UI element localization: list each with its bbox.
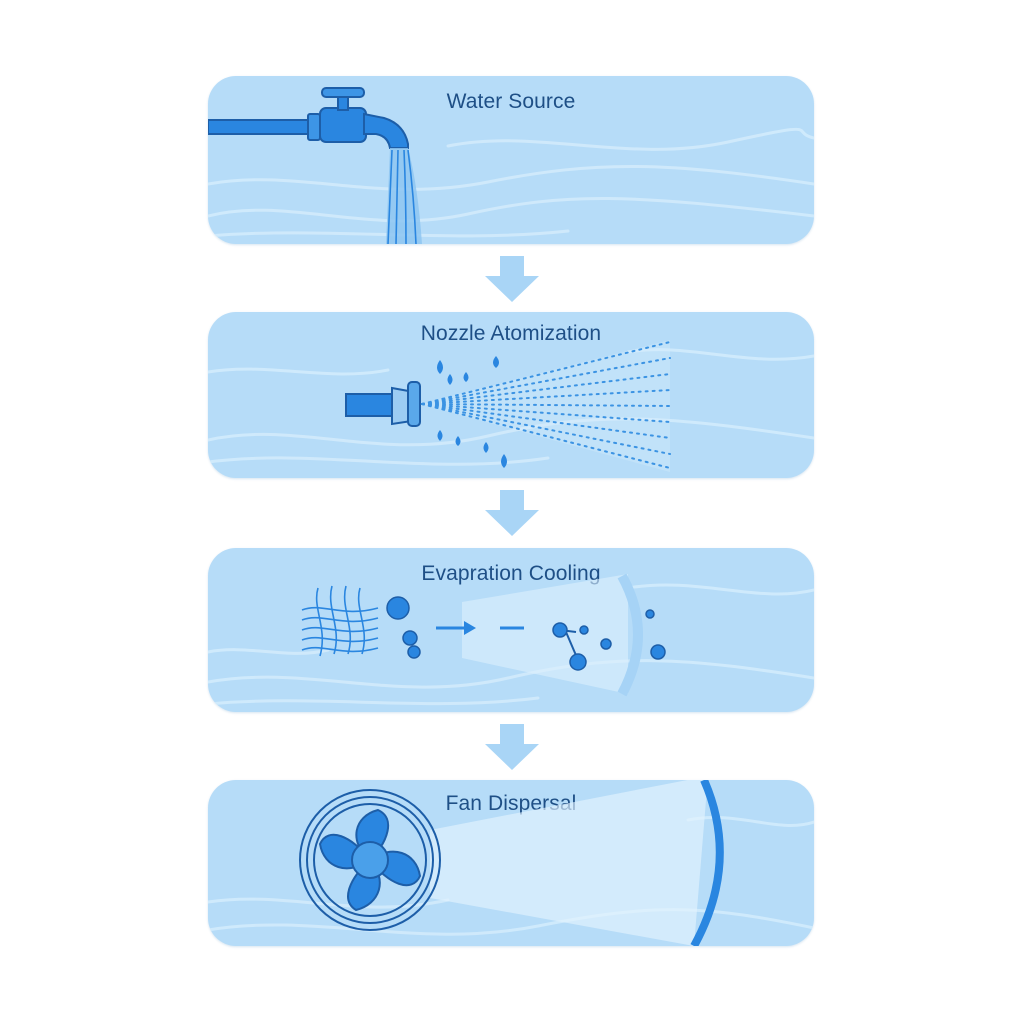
down-arrow-icon <box>485 490 539 536</box>
fan-icon <box>299 780 724 946</box>
faucet-icon <box>208 87 422 244</box>
evaporation-molecules-icon <box>301 573 666 697</box>
step-panel-nozzle-atomization: Nozzle Atomization <box>208 312 814 478</box>
down-arrow-icon <box>485 724 539 770</box>
wave-background <box>208 127 814 238</box>
wave-background <box>208 583 814 706</box>
spray-nozzle-icon <box>345 340 671 472</box>
step-panel-water-source: Water Source <box>208 76 814 244</box>
down-arrow-icon <box>485 256 539 302</box>
step-title: Evapration Cooling <box>421 562 601 585</box>
step-panel-evaporation-cooling: Evapration Cooling <box>208 548 814 712</box>
step-title: Nozzle Atomization <box>420 322 602 345</box>
step-title: Water Source <box>446 90 576 113</box>
step-panel-fan-dispersal: Fan Dispersal <box>208 780 814 946</box>
